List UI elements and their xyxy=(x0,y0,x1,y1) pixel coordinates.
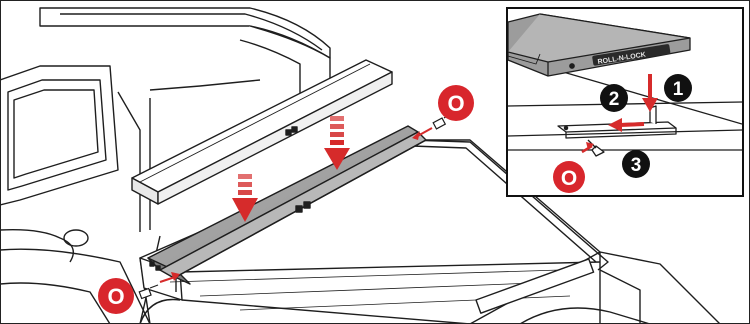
inset-arrow-left xyxy=(620,124,644,125)
svg-text:3: 3 xyxy=(631,155,642,176)
svg-text:2: 2 xyxy=(609,89,620,110)
step-badge-1: 1 xyxy=(664,74,692,102)
callout-inset-label: O xyxy=(561,167,577,190)
door-handle xyxy=(64,230,88,246)
screw-top xyxy=(412,114,450,140)
callout-top-label: O xyxy=(447,91,464,116)
callout-bottom-label: O xyxy=(107,284,124,309)
step-badge-3: 3 xyxy=(622,150,650,178)
svg-text:1: 1 xyxy=(673,79,684,100)
callout-circle-inset: O xyxy=(553,161,585,193)
callout-circle-bottom: O xyxy=(98,278,134,314)
step-badge-2: 2 xyxy=(600,84,628,112)
detail-inset: ROLL-N-LOCK 1 2 3 xyxy=(507,8,743,196)
callout-circle-top: O xyxy=(438,85,474,121)
